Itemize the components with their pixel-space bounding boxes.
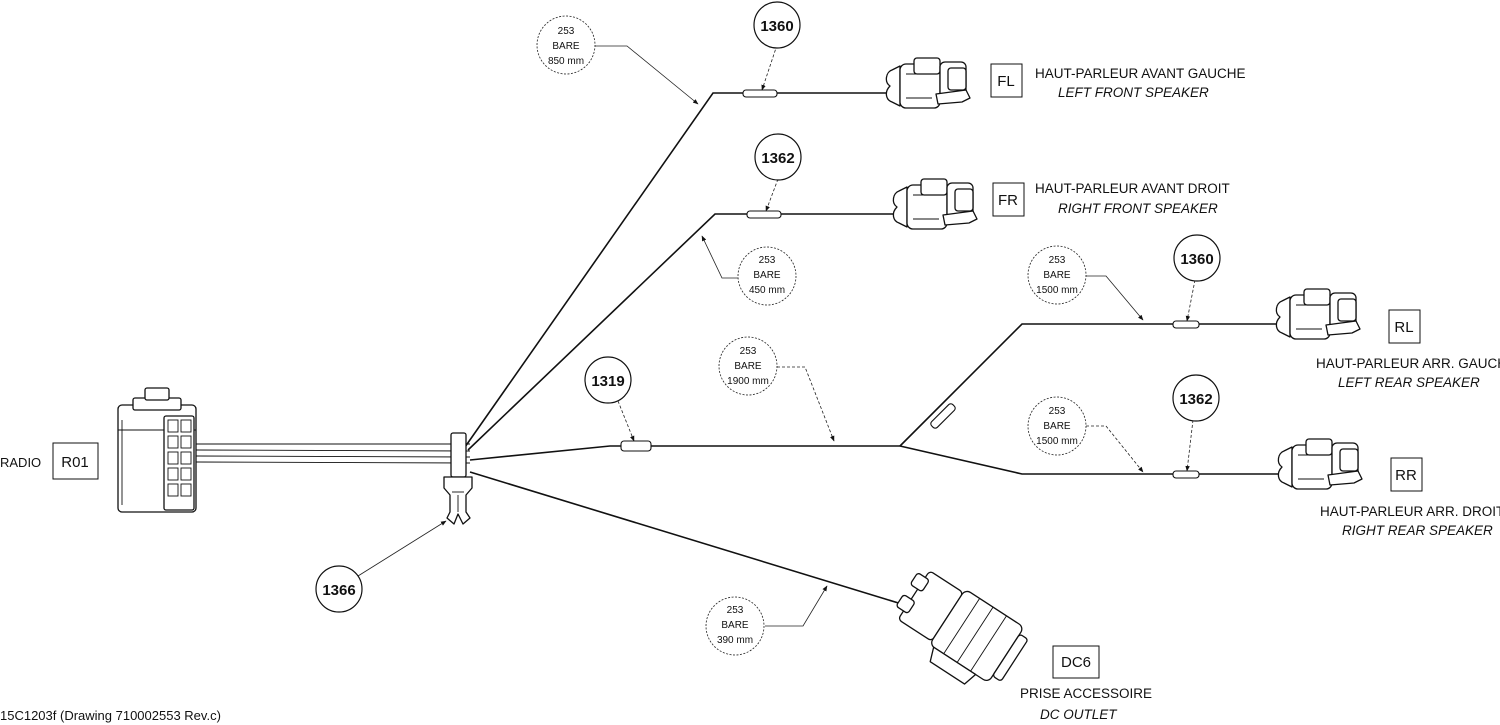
dc6-label-en: DC OUTLET (1040, 707, 1118, 722)
dc6-label-fr: PRISE ACCESSOIRE (1020, 686, 1152, 701)
spec-dc-code: 253 (727, 605, 744, 616)
spec-fl-type: BARE (552, 41, 580, 52)
wire-rl (899, 323, 1280, 447)
sleeve-fl (742, 89, 778, 98)
rl-label-en: LEFT REAR SPEAKER (1338, 375, 1480, 390)
code-box-r01 (52, 442, 99, 480)
part-number-main: 1319 (591, 373, 624, 390)
connector-fr (892, 178, 978, 230)
wire-fr (467, 213, 897, 451)
fr-label-fr: HAUT-PARLEUR AVANT DROIT (1035, 181, 1230, 196)
code-box-fr (992, 182, 1025, 217)
spec-dc-type: BARE (721, 620, 749, 631)
connector-dc6 (896, 571, 1028, 685)
part-bubble-fr (754, 133, 802, 181)
code-rl: RL (1394, 319, 1413, 336)
spec-bubble-fr (737, 246, 797, 306)
connector-labels: RADIO HAUT-PARLEUR AVANT GAUCHE LEFT FRO… (0, 66, 1500, 722)
radio-connector (117, 387, 197, 513)
spec-rr-code: 253 (1049, 406, 1066, 417)
part-number-fr: 1362 (761, 150, 794, 167)
spec-rl-type: BARE (1043, 270, 1071, 281)
wire-fl (464, 92, 890, 448)
sleeve-main (620, 440, 652, 452)
fl-label-fr: HAUT-PARLEUR AVANT GAUCHE (1035, 66, 1246, 81)
part-bubble-rr (1172, 374, 1220, 422)
spec-bubble-main (718, 336, 778, 396)
spec-rr-type: BARE (1043, 421, 1071, 432)
code-r01: R01 (61, 454, 89, 471)
spec-rl-code: 253 (1049, 255, 1066, 266)
radio-label: RADIO (0, 455, 41, 470)
code-rr: RR (1395, 467, 1417, 484)
spec-bubble-fl (536, 15, 596, 75)
code-dc6: DC6 (1061, 654, 1091, 671)
rl-label-fr: HAUT-PARLEUR ARR. GAUCHE (1316, 356, 1500, 371)
drawing-reference: 15C1203f (Drawing 710002553 Rev.c) (0, 708, 221, 723)
part-bubble-clip (315, 565, 363, 613)
part-number-rr: 1362 (1179, 391, 1212, 408)
code-box-rl (1388, 309, 1421, 344)
rr-label-fr: HAUT-PARLEUR ARR. DROIT (1320, 504, 1500, 519)
spec-fl-length: 850 mm (548, 56, 584, 67)
spec-fr-length: 450 mm (749, 285, 785, 296)
part-number-rl: 1360 (1180, 251, 1213, 268)
sleeve-rr (1172, 470, 1200, 479)
spec-rr-length: 1500 mm (1036, 436, 1078, 447)
spec-dc-length: 390 mm (717, 635, 753, 646)
spec-fr-code: 253 (759, 255, 776, 266)
code-boxes: R01 FL FR RL RR DC6 (52, 63, 1423, 679)
wire-spec-bubbles: 253 BARE 850 mm 253 BARE 450 mm 253 BARE… (536, 15, 1144, 656)
wire-rr (899, 445, 1282, 475)
sleeve-rl-branch (930, 403, 956, 429)
sleeve-rl (1172, 320, 1200, 329)
wire-main (469, 445, 900, 461)
code-box-fl (990, 63, 1023, 98)
part-bubble-rl (1173, 234, 1221, 282)
rr-label-en: RIGHT REAR SPEAKER (1342, 523, 1493, 538)
fr-label-en: RIGHT FRONT SPEAKER (1058, 201, 1218, 216)
spec-fr-type: BARE (753, 270, 781, 281)
part-bubble-main (584, 356, 632, 404)
spec-fl-code: 253 (558, 26, 575, 37)
spec-main-code: 253 (740, 346, 757, 357)
connector-rr (1277, 438, 1363, 490)
part-number-fl: 1360 (760, 18, 793, 35)
spec-main-length: 1900 mm (727, 376, 769, 387)
spec-rl-length: 1500 mm (1036, 285, 1078, 296)
spec-bubble-rr (1027, 396, 1087, 456)
spec-main-type: BARE (734, 361, 762, 372)
code-fl: FL (997, 73, 1015, 90)
wire-dc (469, 471, 906, 606)
harness-clip (443, 432, 473, 525)
spec-bubble-rl (1027, 245, 1087, 305)
part-bubbles: 1360 1362 1319 1360 1362 1366 (315, 1, 1221, 613)
code-box-rr (1390, 457, 1423, 492)
connector-fl (885, 57, 971, 109)
part-bubble-fl (753, 1, 801, 49)
code-box-dc6 (1052, 645, 1100, 679)
connector-rl (1275, 288, 1361, 340)
fl-label-en: LEFT FRONT SPEAKER (1058, 85, 1209, 100)
sleeve-fr (746, 210, 782, 219)
part-number-clip: 1366 (322, 582, 355, 599)
code-fr: FR (998, 192, 1018, 209)
spec-bubble-dc (705, 596, 765, 656)
